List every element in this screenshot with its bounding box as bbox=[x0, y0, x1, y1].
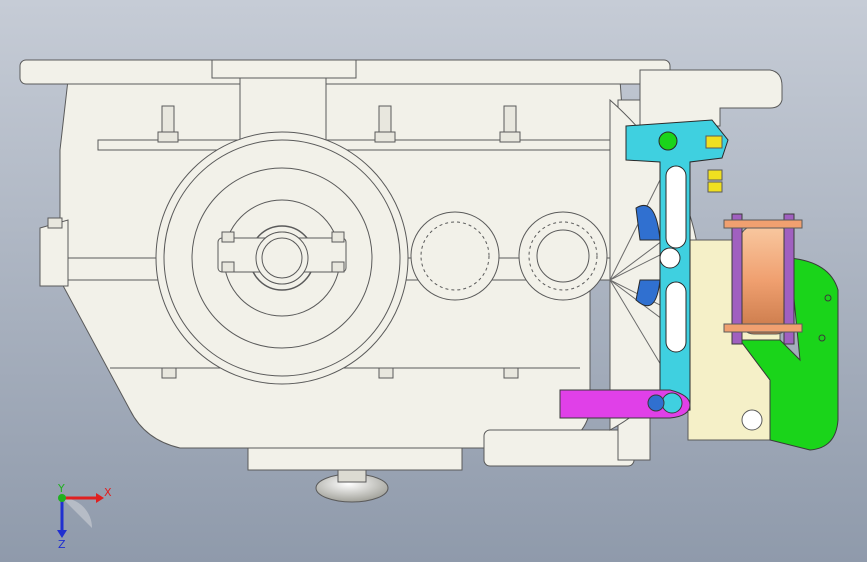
triad-x-arrow bbox=[96, 493, 104, 503]
coupling-cylinder[interactable] bbox=[723, 213, 803, 345]
intermediate-gear-2 bbox=[518, 211, 608, 301]
triad-z-label: Z bbox=[58, 538, 66, 551]
intermediate-gear-2-teeth bbox=[528, 221, 598, 291]
triad-z-arrow bbox=[57, 530, 67, 538]
magenta-arm-pin-2 bbox=[647, 394, 665, 412]
magenta-arm-pin bbox=[661, 392, 683, 414]
coupling-bolt-top bbox=[723, 219, 803, 229]
housing-left-lug bbox=[39, 219, 69, 287]
coupling-bolt-bottom bbox=[723, 323, 803, 333]
blue-knob-lower bbox=[635, 279, 661, 307]
intermediate-gear-1 bbox=[410, 211, 500, 301]
housing-bolts bbox=[47, 105, 521, 379]
orientation-triad: X Y Z bbox=[57, 482, 112, 551]
triad-x-label: X bbox=[104, 486, 112, 499]
intermediate-gears[interactable] bbox=[410, 211, 608, 301]
coupling-flange-right bbox=[783, 213, 795, 345]
housing-lid-rib bbox=[211, 59, 357, 79]
green-support-bracket[interactable] bbox=[739, 257, 839, 451]
coupling-flange-left bbox=[731, 213, 743, 345]
adjust-bolts bbox=[705, 135, 723, 193]
housing-bottom-plate bbox=[247, 447, 463, 471]
output-gear-cover[interactable] bbox=[155, 131, 409, 385]
triad-y-axis bbox=[58, 494, 66, 502]
drain-plug-neck bbox=[337, 469, 367, 483]
mounting-plate-hole bbox=[741, 409, 763, 431]
intermediate-gear-1-teeth bbox=[420, 221, 490, 291]
pivot-green-pin bbox=[658, 131, 678, 151]
blue-knob-upper bbox=[635, 205, 661, 241]
green-bracket-hole bbox=[824, 294, 832, 302]
green-bracket-hole-2 bbox=[818, 334, 826, 342]
housing-bottom-right-block bbox=[483, 429, 635, 467]
triad-y-label: Y bbox=[57, 482, 65, 495]
cyan-link-bracket[interactable] bbox=[625, 119, 729, 415]
